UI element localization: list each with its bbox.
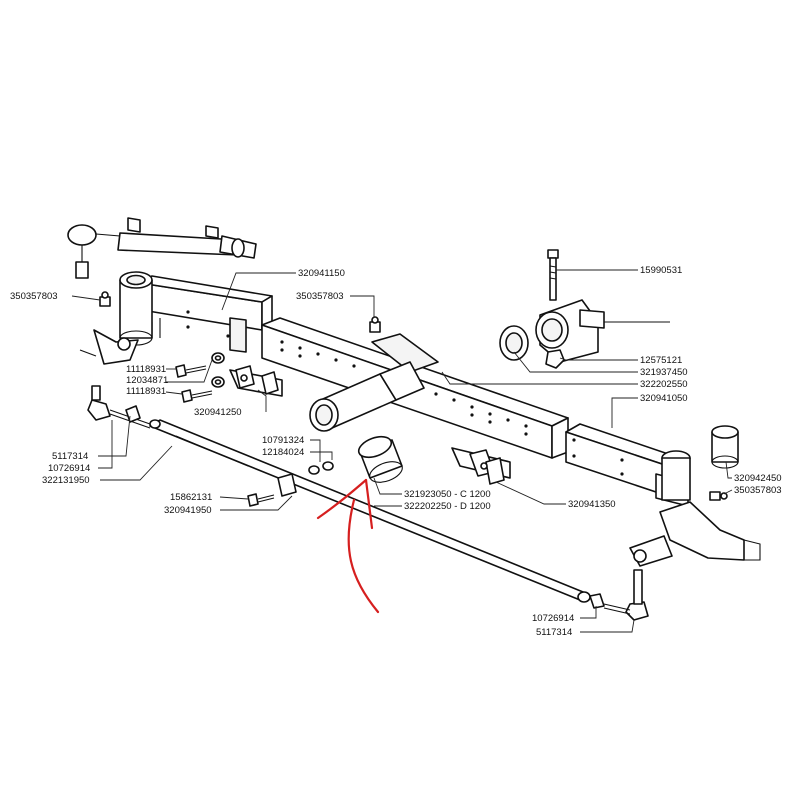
label-11118931-lower: 11118931: [126, 386, 166, 397]
label-10726914-right: 10726914: [532, 613, 574, 624]
label-350357803-center: 350357803: [296, 291, 344, 302]
label-5117314-left: 5117314: [52, 451, 88, 462]
right-spindle: [629, 501, 761, 567]
tie-rod-end-right: [589, 569, 649, 621]
pivot-support-bracket: [535, 299, 670, 363]
label-320941250: 320941250: [194, 407, 242, 418]
label-321937450: 321937450: [640, 367, 688, 378]
washer-lower: [211, 376, 225, 388]
label-350357803-left: 350357803: [10, 291, 58, 302]
tie-rod-end-left: [87, 385, 151, 429]
left-cylinder-bracket: [229, 365, 283, 397]
pivot-seal-ring: [499, 325, 529, 361]
right-bushing: [711, 425, 739, 469]
bolt-upper: [175, 364, 207, 378]
right-cylinder-bracket: [451, 447, 511, 485]
leader-lines: [71, 269, 733, 633]
left-kingpin-housing: [79, 271, 153, 365]
label-320941950: 320941950: [164, 505, 212, 516]
right-axle-extension: [565, 423, 691, 507]
label-322202550: 322202550: [640, 379, 688, 390]
label-320941050: 320941050: [640, 393, 688, 404]
label-320942450: 320942450: [734, 473, 782, 484]
label-12575121: 12575121: [640, 355, 682, 366]
label-320941150: 320941150: [298, 268, 345, 279]
label-15990531: 15990531: [640, 265, 682, 276]
label-12034871: 12034871: [126, 375, 168, 386]
red-mark-arrow-right: [364, 478, 374, 530]
label-10791324: 10791324: [262, 435, 304, 446]
pivot-bolt: [547, 249, 559, 301]
red-mark-tail-curve: [347, 498, 380, 614]
label-322202250: 322202250 - D 1200: [404, 501, 491, 512]
red-mark-arrow-left: [316, 478, 368, 520]
label-12184024: 12184024: [262, 447, 304, 458]
label-5117314-right: 5117314: [536, 627, 572, 638]
label-321923050: 321923050 - C 1200: [404, 489, 491, 500]
bolt-lower: [181, 389, 213, 403]
label-15862131: 15862131: [170, 492, 212, 503]
pivot-nut: [545, 349, 565, 369]
pivot-bushing: [357, 435, 403, 483]
grease-nipple-right: [709, 491, 728, 501]
steering-cylinder: [67, 217, 257, 279]
grease-nipple-center: [369, 316, 381, 333]
tie-rod-clamp-bolt: [247, 493, 275, 507]
label-322131950: 322131950: [42, 475, 90, 486]
center-pivot-pin: [309, 361, 425, 432]
left-axle-extension: [139, 275, 273, 353]
part-labels: 320941150 15990531 350357803 350357803 1…: [10, 265, 782, 638]
label-320941350: 320941350: [568, 499, 616, 510]
washer-upper: [211, 352, 225, 364]
label-10726914-left: 10726914: [48, 463, 90, 474]
label-350357803-right: 350357803: [734, 485, 782, 496]
grease-nipple-left: [99, 291, 111, 307]
tie-rod-clamp-washer: [308, 461, 334, 475]
label-11118931-upper: 11118931: [126, 364, 166, 375]
